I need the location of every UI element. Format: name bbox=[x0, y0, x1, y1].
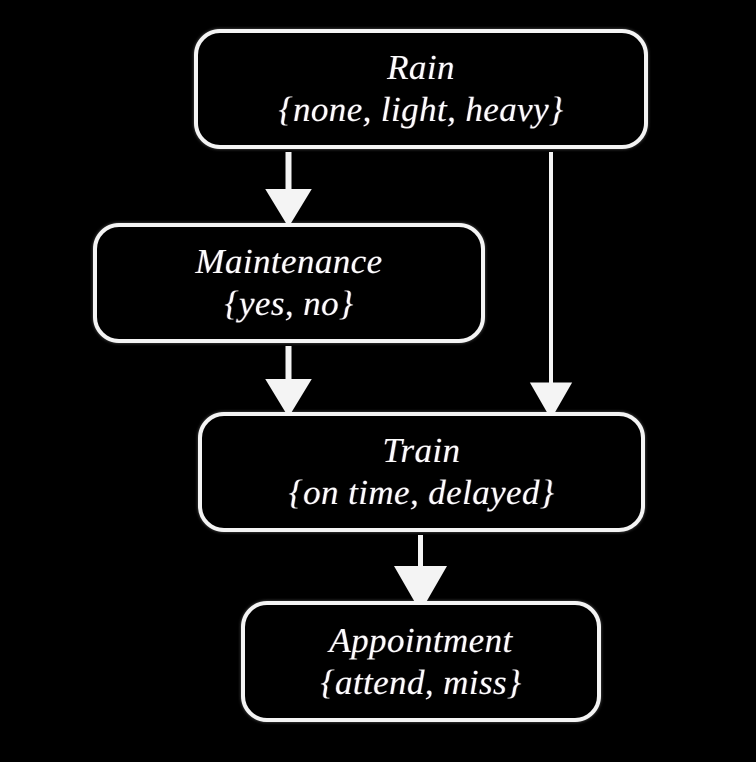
node-appointment-states: {attend, miss} bbox=[320, 662, 522, 702]
node-train[interactable]: Train {on time, delayed} bbox=[198, 412, 645, 532]
node-rain-name: Rain bbox=[387, 48, 455, 88]
node-maintenance-states: {yes, no} bbox=[224, 284, 354, 323]
node-rain-states: {none, light, heavy} bbox=[278, 90, 564, 129]
node-appointment[interactable]: Appointment {attend, miss} bbox=[241, 601, 601, 722]
node-train-states: {on time, delayed} bbox=[288, 473, 555, 512]
node-rain[interactable]: Rain {none, light, heavy} bbox=[194, 29, 648, 149]
node-train-name: Train bbox=[382, 431, 461, 471]
node-maintenance[interactable]: Maintenance {yes, no} bbox=[93, 223, 485, 343]
node-appointment-name: Appointment bbox=[329, 620, 513, 660]
node-maintenance-name: Maintenance bbox=[195, 242, 383, 282]
